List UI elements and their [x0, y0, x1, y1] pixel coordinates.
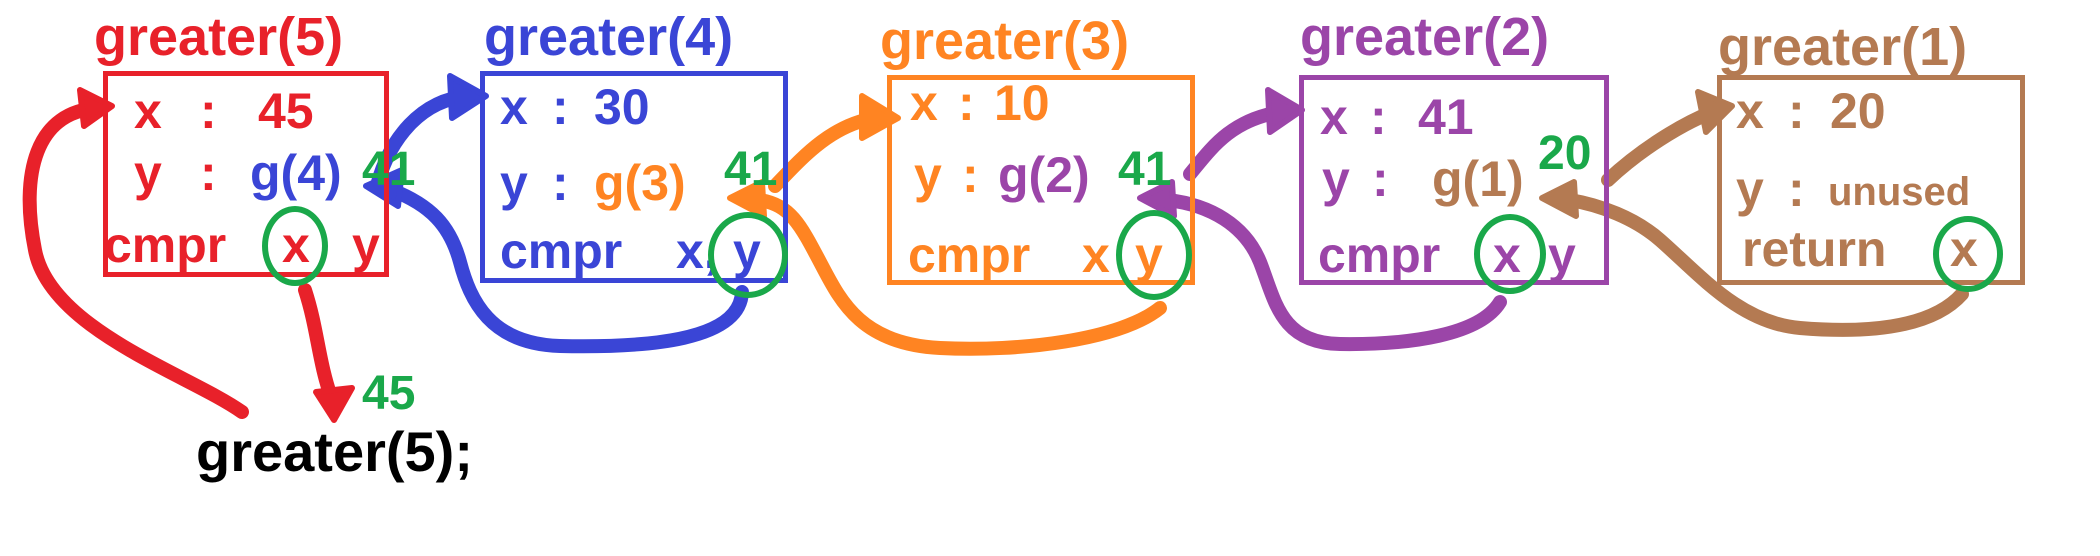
var-x-value: 41: [1418, 89, 1474, 145]
var-x-value: 10: [994, 75, 1050, 131]
var-y-value: unused: [1828, 170, 1971, 214]
initial-call-statement: greater(5);: [196, 420, 473, 483]
cmpr-keyword: cmpr: [104, 217, 227, 273]
var-x-label: x: [500, 79, 528, 135]
call-arrow-brown: [1601, 105, 1719, 187]
stack-frame-greater-1: [1717, 75, 2025, 285]
var-y-label: y: [1736, 161, 1764, 217]
var-x-label: x: [1320, 89, 1348, 145]
returned-value-label: 41: [362, 143, 416, 196]
returned-value-label: 41: [724, 143, 778, 196]
frame-title-greater-2: greater(2): [1300, 7, 1550, 67]
cmpr-keyword: cmpr: [500, 223, 623, 279]
var-y-sep: :: [1788, 161, 1805, 217]
call-arrowhead-purple: [1265, 87, 1305, 135]
stack-frame-greater-3: [887, 75, 1195, 285]
var-y-value: g(3): [594, 155, 686, 211]
var-y-value: g(4): [250, 145, 342, 201]
var-y-label: y: [134, 145, 162, 201]
cmpr-keyword: cmpr: [908, 227, 1031, 283]
returned-value-label: 41: [1118, 143, 1172, 196]
var-x-value: 30: [594, 79, 650, 135]
frame-title-greater-5: greater(5): [94, 7, 344, 67]
var-y-sep: :: [200, 145, 217, 201]
var-x-label: x: [910, 75, 938, 131]
return-arrow-red: [298, 283, 339, 407]
frame-title-greater-3: greater(3): [880, 11, 1130, 71]
var-x-sep: :: [200, 83, 217, 139]
var-x-sep: :: [1788, 83, 1805, 139]
var-x-label: x: [134, 83, 162, 139]
var-y-value: g(2): [998, 147, 1090, 203]
cmpr-arg-y: y: [1548, 227, 1576, 283]
var-x-sep: :: [1370, 89, 1387, 145]
frame-title-greater-4: greater(4): [484, 7, 734, 67]
cmpr-keyword: cmpr: [1318, 227, 1441, 283]
var-y-label: y: [1322, 151, 1350, 207]
stack-frame-greater-5: [103, 71, 389, 277]
return-arrowhead-red: [313, 385, 355, 423]
selected-max-circle: [708, 212, 788, 298]
selected-max-circle: [1933, 216, 2003, 292]
var-x-label: x: [1736, 83, 1764, 139]
cmpr-arg-y: y: [352, 217, 380, 273]
var-x-value: 20: [1830, 83, 1886, 139]
final-result-label: 45: [362, 367, 416, 420]
var-x-value: 45: [258, 83, 314, 139]
var-y-sep: :: [552, 155, 569, 211]
returned-value-label: 20: [1538, 127, 1592, 180]
return-keyword: return: [1742, 221, 1887, 277]
frame-title-greater-1: greater(1): [1718, 17, 1968, 77]
selected-max-circle: [1116, 210, 1192, 300]
selected-max-circle: [262, 206, 328, 286]
var-y-sep: :: [1372, 151, 1389, 207]
cmpr-arg-x: x: [1082, 227, 1110, 283]
var-x-sep: :: [958, 75, 975, 131]
var-y-label: y: [500, 155, 528, 211]
call-arrow-purple: [1183, 105, 1287, 181]
var-y-sep: :: [962, 147, 979, 203]
call-arrow-orange: [768, 111, 882, 193]
var-x-sep: :: [552, 79, 569, 135]
var-y-label: y: [914, 147, 942, 203]
stack-frame-greater-4: [480, 71, 788, 283]
var-y-value: g(1): [1432, 151, 1524, 207]
stack-frame-greater-2: [1299, 75, 1609, 285]
selected-max-circle: [1474, 214, 1546, 294]
